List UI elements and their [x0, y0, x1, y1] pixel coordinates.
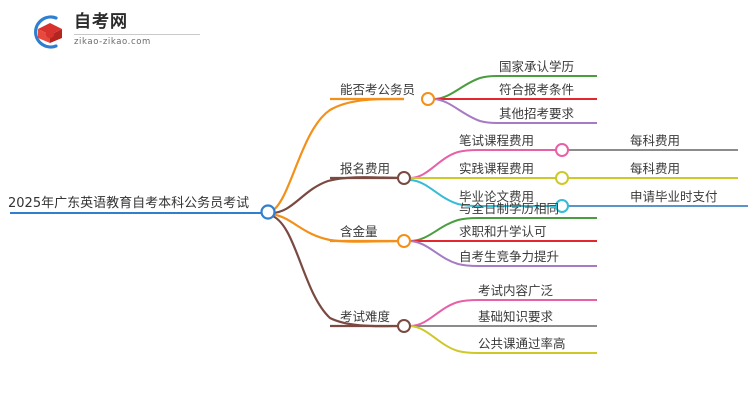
leaf-label-1-2[interactable]: 符合报考条件 [499, 82, 575, 97]
leaf-node-circle-2-1 [555, 143, 569, 157]
leaf2-label-2-1[interactable]: 每科费用 [630, 133, 681, 148]
leaf2-label-2-3[interactable]: 申请毕业时支付 [630, 189, 718, 204]
branch-label-4[interactable]: 考试难度 [340, 309, 391, 324]
site-logo: 自考网 zikao-zikao.com [26, 10, 206, 54]
logo-divider [74, 34, 200, 35]
branch-curve-1 [269, 97, 405, 214]
branch-node-circle-2 [397, 171, 411, 185]
leaf-label-4-3[interactable]: 公共课通过率高 [478, 336, 566, 351]
branch-label-1[interactable]: 能否考公务员 [340, 82, 416, 97]
logo-url: zikao-zikao.com [74, 37, 151, 47]
branch-node-circle-3 [397, 234, 411, 248]
leaf-curve-4-3 [409, 325, 479, 354]
leaf-curve-2-3 [409, 179, 479, 207]
root-node-circle [260, 204, 276, 220]
leaf-label-4-2[interactable]: 基础知识要求 [478, 309, 554, 324]
branch-node-circle-1 [421, 92, 435, 106]
root-node-label[interactable]: 2025年广东英语教育自考本科公务员考试 [8, 196, 250, 211]
branch-node-circle-4 [397, 319, 411, 333]
leaf-curve-1-1 [433, 75, 498, 100]
leaf-label-4-1[interactable]: 考试内容广泛 [478, 283, 554, 298]
leaf-curve-4-1 [409, 299, 479, 327]
logo-icon [26, 12, 68, 52]
leaf-label-3-3[interactable]: 自考生竞争力提升 [459, 249, 560, 264]
leaf-label-1-1[interactable]: 国家承认学历 [499, 59, 575, 74]
leaf-node-circle-2-2 [555, 171, 569, 185]
leaf-label-1-3[interactable]: 其他招考要求 [499, 106, 575, 121]
leaf-label-2-2[interactable]: 实践课程费用 [459, 161, 535, 176]
leaf2-label-2-2[interactable]: 每科费用 [630, 161, 681, 176]
leaf-label-2-3[interactable]: 毕业论文费用 [459, 189, 535, 204]
leaf-curve-1-3 [433, 98, 498, 124]
branch-label-3[interactable]: 含金量 [340, 224, 378, 239]
logo-title: 自考网 [74, 12, 128, 32]
leaf-label-3-1[interactable]: 与全日制学历相同 [459, 201, 560, 216]
leaf-label-3-2[interactable]: 求职和升学认可 [459, 224, 547, 239]
logo-text: 自考网 zikao-zikao.com [74, 12, 204, 47]
branch-label-2[interactable]: 报名费用 [340, 161, 391, 176]
leaf-curve-3-3 [409, 240, 479, 267]
leaf-node-circle-2-3 [555, 199, 569, 213]
leaf-label-2-1[interactable]: 笔试课程费用 [459, 133, 535, 148]
leaf-curve-2-1 [409, 149, 479, 179]
leaf-curve-3-1 [409, 217, 479, 242]
